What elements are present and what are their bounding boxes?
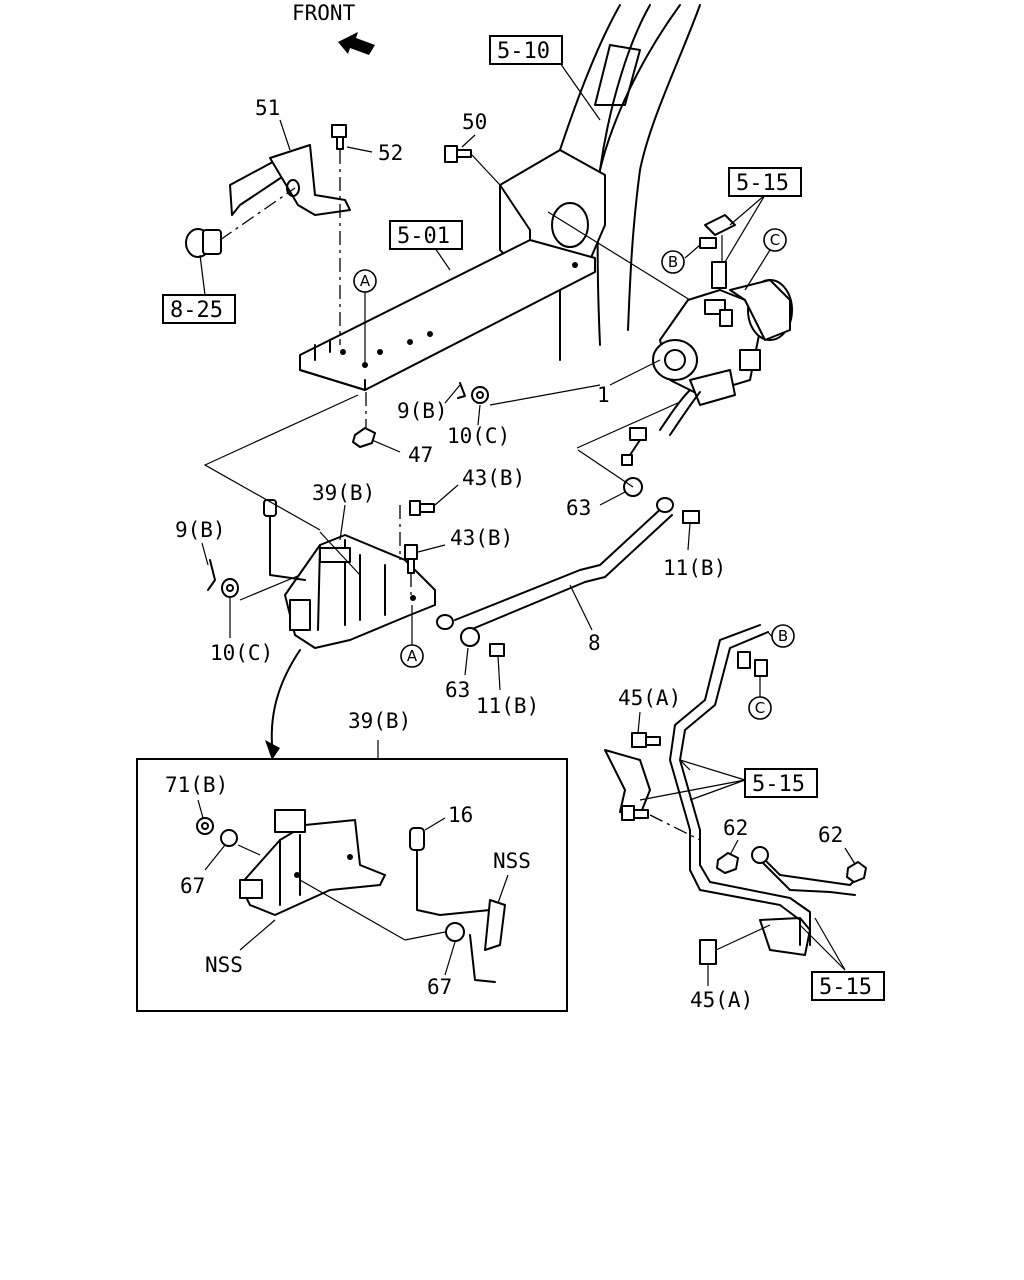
ref-leaders: [199, 62, 846, 971]
ref-box-8-25[interactable]: 8-25: [162, 294, 236, 324]
svg-text:A: A: [360, 272, 371, 290]
part-10c-left: 10(C): [210, 641, 273, 665]
leader-lines: [203, 394, 681, 760]
part-nss-right: NSS: [493, 849, 531, 873]
ref-5-15-bot-label: 5-15: [819, 975, 872, 1000]
marker-c-right: C: [748, 696, 772, 720]
ref-8-25-label: 8-25: [170, 298, 223, 323]
part-11b-bot: 11(B): [476, 694, 539, 718]
svg-text:C: C: [755, 699, 765, 717]
cross-member: [299, 239, 596, 391]
part-43b-2: 43(B): [450, 526, 513, 550]
ref-5-15-mid-label: 5-15: [752, 772, 805, 797]
front-arrow-icon: [338, 32, 375, 55]
ref-5-15-top-label: 5-15: [736, 171, 789, 196]
tee-fitting: [684, 214, 736, 289]
rod-8: [436, 449, 700, 657]
bolt-52: [331, 124, 347, 345]
brake-pipe-assembly: [604, 624, 867, 965]
part-62-left: 62: [723, 816, 748, 840]
part-11b-right: 11(B): [663, 556, 726, 580]
part-45a-top: 45(A): [618, 686, 681, 710]
part-9b-left: 9(B): [175, 518, 226, 542]
part-39b-top: 39(B): [312, 481, 375, 505]
part-nss-left: NSS: [205, 953, 243, 977]
bolts-43b: [399, 500, 435, 600]
svg-text:B: B: [778, 627, 788, 645]
ref-5-01-label: 5-01: [397, 224, 450, 249]
part-52: 52: [378, 141, 403, 165]
ref-box-5-10[interactable]: 5-10: [489, 35, 563, 65]
bracket-51: [229, 144, 351, 216]
part-62-right: 62: [818, 823, 843, 847]
ref-box-5-15-mid[interactable]: 5-15: [744, 768, 818, 798]
front-indicator: FRONT: [292, 1, 375, 55]
svg-text:B: B: [668, 253, 678, 271]
part-63-bot: 63: [445, 678, 470, 702]
part-9b-top: 9(B): [397, 399, 448, 423]
marker-c-top: C: [763, 228, 787, 252]
sensor-8-25: [185, 187, 296, 258]
modulator-1: [547, 211, 793, 406]
part-67-bot: 67: [427, 975, 452, 999]
marker-a-bot: A: [400, 644, 424, 668]
small-hardware-top: [352, 382, 601, 448]
ref-5-10-label: 5-10: [497, 39, 550, 64]
front-label: FRONT: [292, 1, 356, 25]
detail-box: [136, 740, 568, 1012]
svg-text:C: C: [770, 231, 780, 249]
bolt-50: [444, 145, 501, 186]
ref-box-5-15-top[interactable]: 5-15: [728, 167, 802, 197]
part-39b-detail: 39(B): [348, 709, 411, 733]
ref-box-5-15-bot[interactable]: 5-15: [811, 971, 885, 1001]
part-51: 51: [255, 96, 280, 120]
part-10c-top: 10(C): [447, 424, 510, 448]
marker-b-top: B: [661, 250, 685, 274]
part-63-right: 63: [566, 496, 591, 520]
part-16: 16: [448, 803, 473, 827]
part-50: 50: [462, 110, 487, 134]
ref-box-5-01[interactable]: 5-01: [389, 220, 463, 250]
part-71b: 71(B): [165, 773, 228, 797]
part-labels: 51 52 50 1 9(B) 10(C) 47 39(B) 43(B) 43(…: [165, 96, 856, 1012]
small-hardware-left: [207, 559, 301, 601]
part-45a-bot: 45(A): [690, 988, 753, 1012]
part-43b-1: 43(B): [462, 466, 525, 490]
part-67-left: 67: [180, 874, 205, 898]
part-1: 1: [597, 383, 610, 407]
marker-a-top: A: [353, 269, 377, 293]
wire-harness: [621, 389, 701, 466]
part-8: 8: [588, 631, 601, 655]
part-47: 47: [408, 443, 433, 467]
svg-text:A: A: [407, 647, 418, 665]
marker-b-right: B: [771, 624, 795, 648]
